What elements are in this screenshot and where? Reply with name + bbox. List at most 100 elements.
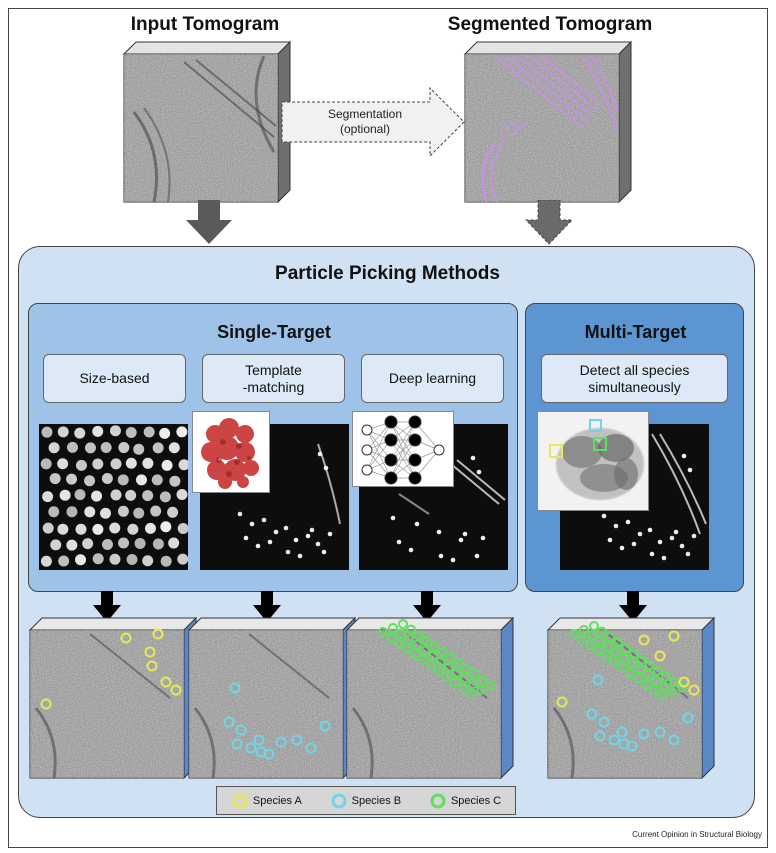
detected-particle-marker bbox=[641, 679, 651, 690]
particle-dot bbox=[691, 533, 697, 539]
detected-particle-marker bbox=[462, 663, 472, 674]
particle-dot bbox=[321, 549, 327, 555]
particle-dot bbox=[109, 522, 121, 534]
detected-particle-marker bbox=[626, 740, 638, 752]
particle-dot bbox=[408, 547, 414, 553]
particle-dot bbox=[66, 539, 78, 551]
particle-dot bbox=[151, 474, 163, 486]
segmentation-label-line2: (optional) bbox=[339, 122, 391, 136]
detected-particle-marker bbox=[430, 641, 440, 652]
legend-species-a: Species A bbox=[231, 792, 302, 810]
particle-dot bbox=[160, 555, 172, 567]
particle-dot bbox=[92, 458, 104, 470]
detected-particle-marker bbox=[638, 634, 650, 646]
detected-particle-marker bbox=[414, 630, 424, 641]
legend-species-c: Species C bbox=[429, 792, 501, 810]
detected-particle-marker bbox=[388, 623, 398, 633]
detected-particle-marker bbox=[688, 684, 700, 696]
detected-particle-marker bbox=[404, 634, 414, 645]
detected-particle-marker bbox=[444, 662, 454, 673]
detected-particle-marker bbox=[468, 679, 478, 689]
detected-particle-marker bbox=[657, 690, 667, 701]
segmentation-label-line1: Segmentation bbox=[327, 107, 403, 121]
detected-particle-marker bbox=[637, 654, 647, 665]
detected-particle-marker bbox=[422, 635, 432, 646]
detected-particle-marker bbox=[152, 628, 164, 640]
detected-particle-marker bbox=[577, 634, 587, 645]
particle-dot bbox=[657, 539, 663, 545]
particle-dot bbox=[49, 473, 61, 485]
detected-particle-marker bbox=[486, 680, 496, 691]
particle-dot bbox=[267, 539, 273, 545]
detected-particle-marker bbox=[170, 684, 182, 696]
particle-dot bbox=[152, 538, 164, 550]
particle-dot bbox=[42, 491, 54, 503]
detected-particle-marker bbox=[579, 625, 589, 635]
particle-dot bbox=[237, 511, 243, 517]
particle-dot bbox=[161, 459, 173, 471]
detected-particle-marker bbox=[592, 674, 604, 686]
detected-particle-marker bbox=[442, 671, 452, 682]
particle-dot bbox=[438, 553, 444, 559]
particle-dot bbox=[685, 551, 691, 557]
particle-dot bbox=[125, 427, 137, 439]
detected-particle-marker bbox=[420, 645, 430, 656]
particle-dot bbox=[75, 523, 87, 535]
particle-dot bbox=[42, 522, 54, 534]
particle-dot bbox=[177, 553, 188, 565]
legend-species-a-label: Species A bbox=[252, 794, 302, 807]
particle-dot bbox=[661, 555, 667, 561]
template-matching-box: Template -matching bbox=[202, 354, 345, 403]
input-tomogram-cube bbox=[122, 40, 294, 204]
particle-dot bbox=[57, 458, 69, 470]
detected-particle-marker bbox=[406, 624, 416, 635]
detected-particle-marker bbox=[452, 667, 462, 678]
detected-particle-marker bbox=[319, 720, 331, 732]
detected-particle-marker bbox=[597, 626, 607, 637]
particle-dot bbox=[167, 506, 179, 518]
particle-dot bbox=[75, 459, 87, 471]
detected-particle-marker bbox=[428, 651, 438, 661]
particle-dot bbox=[619, 545, 625, 551]
particle-dot bbox=[476, 469, 482, 475]
particle-dot bbox=[66, 506, 78, 518]
detected-particle-marker bbox=[412, 639, 422, 650]
detected-particle-marker bbox=[667, 686, 677, 697]
detected-particle-marker bbox=[418, 655, 428, 665]
detected-particle-marker bbox=[146, 660, 158, 672]
detected-particle-marker bbox=[253, 734, 265, 746]
particle-dot bbox=[92, 425, 104, 437]
particle-dot bbox=[66, 473, 78, 485]
particle-dot bbox=[109, 425, 121, 437]
particle-dot bbox=[168, 442, 180, 454]
nn-node bbox=[384, 433, 398, 447]
particle-dot bbox=[649, 551, 655, 557]
particle-dot bbox=[110, 458, 122, 470]
particle-dot bbox=[625, 519, 631, 525]
particle-dot bbox=[249, 521, 255, 527]
detected-particle-marker bbox=[587, 630, 597, 641]
particle-dot bbox=[470, 455, 476, 461]
template-structure-image bbox=[192, 411, 270, 493]
detected-particle-marker bbox=[595, 636, 605, 647]
particle-dot bbox=[480, 535, 486, 541]
detected-particle-marker bbox=[305, 742, 317, 754]
detected-particle-marker bbox=[621, 643, 631, 654]
particle-dot bbox=[142, 555, 154, 567]
segmented-tomogram-cube bbox=[463, 40, 635, 204]
deep-learning-label: Deep learning bbox=[388, 370, 477, 386]
detected-particle-marker bbox=[466, 688, 476, 699]
particle-dot bbox=[125, 457, 137, 469]
particle-dot bbox=[255, 543, 261, 549]
detected-particle-marker bbox=[625, 668, 635, 679]
journal-credit: Current Opinion in Structural Biology bbox=[632, 830, 762, 839]
detected-particle-marker bbox=[601, 651, 611, 662]
nn-node bbox=[408, 433, 422, 447]
detected-particle-marker bbox=[677, 682, 687, 693]
particle-dot bbox=[101, 473, 113, 485]
deep-learning-down-arrow bbox=[412, 591, 442, 628]
legend-species-b: Species B bbox=[330, 792, 401, 810]
particle-dot bbox=[133, 443, 145, 455]
particle-dot bbox=[135, 474, 147, 486]
detected-particle-marker bbox=[594, 730, 606, 742]
